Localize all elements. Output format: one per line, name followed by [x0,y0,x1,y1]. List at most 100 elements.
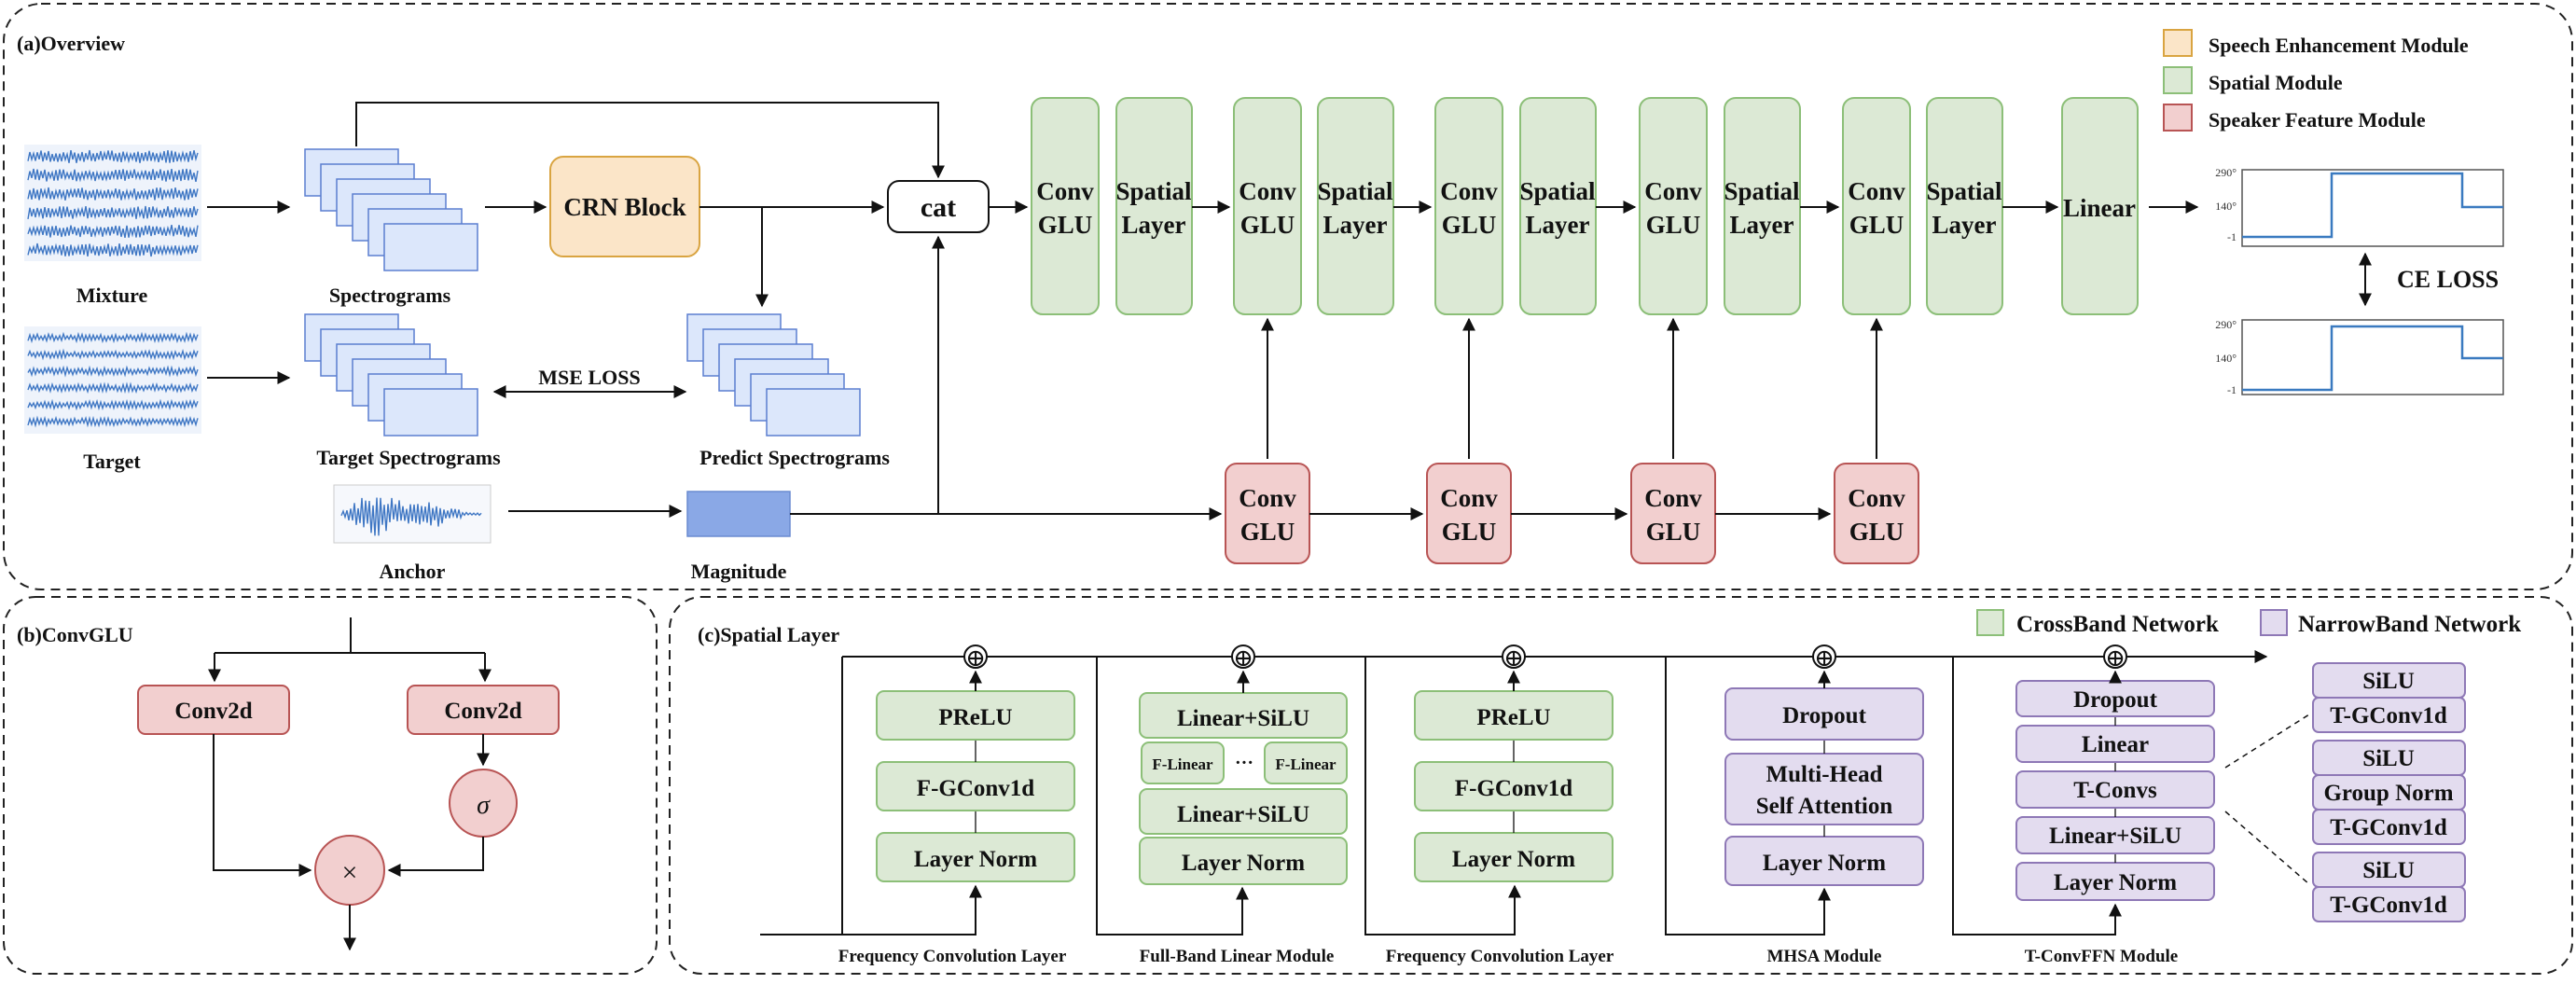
svg-text:290°: 290° [2215,166,2237,179]
conv-glu-spatial-1: Conv GLU [1031,97,1100,315]
svg-text:×: × [342,857,358,888]
convglu-panel [3,596,658,975]
svg-text:SiLU: SiLU [2362,746,2415,771]
target-label: Target [83,450,141,473]
waveform-trace [27,187,199,201]
t-convffn-module: Layer Norm Linear+SiLU T-Convs Linear Dr… [1952,644,2215,966]
conv-glu-spatial-4: Conv GLU [1639,97,1708,315]
overview-title: (a)Overview [17,32,125,55]
svg-text:Layer Norm: Layer Norm [1763,851,1886,876]
svg-text:Frequency Convolution Layer: Frequency Convolution Layer [1386,947,1614,966]
svg-text:⊕: ⊕ [965,644,986,672]
convglu-diagram: Conv2d Conv2d σ × [137,617,560,951]
svg-text:-1: -1 [2227,383,2237,396]
svg-text:GLU: GLU [1442,518,1497,546]
svg-text:Layer: Layer [1932,211,1997,239]
target-spectrograms-label: Target Spectrograms [316,446,501,469]
mixture-label: Mixture [76,284,148,307]
overview-panel [3,3,2573,590]
svg-text:Linear+SiLU: Linear+SiLU [2049,824,2181,849]
svg-text:⊕: ⊕ [1233,644,1253,672]
sigmoid-node: σ [449,769,518,838]
target-spectrograms-stack [304,313,478,437]
svg-text:GLU: GLU [1240,518,1295,546]
svg-text:Dropout: Dropout [2073,687,2158,713]
mixture-waveform [24,145,201,261]
svg-text:Conv: Conv [1848,177,1905,205]
svg-text:Full-Band Linear Module: Full-Band Linear Module [1140,947,1335,966]
svg-text:SiLU: SiLU [2362,858,2415,883]
anchor-trace [340,497,482,536]
svg-text:Layer: Layer [1526,211,1590,239]
svg-text:F-GConv1d: F-GConv1d [1455,776,1573,801]
magnitude-bar [686,491,791,537]
spatial-layer-1: Spatial Layer [1115,97,1193,315]
svg-text:Layer: Layer [1323,211,1388,239]
legend-swatch-spatial [2163,66,2193,94]
legend-speech: Speech Enhancement Module [2209,34,2469,57]
svg-text:140°: 140° [2215,200,2237,213]
svg-text:Multi-Head: Multi-Head [1766,762,1883,787]
legend-swatch-speech [2163,29,2193,57]
svg-text:T-GConv1d: T-GConv1d [2330,815,2447,840]
full-band-linear-module: Layer Norm Linear+SiLU F-Linear ··· F-Li… [1096,644,1348,966]
svg-text:Conv: Conv [1036,177,1094,205]
waveform-trace [27,348,199,361]
spatial-layer-2: Spatial Layer [1317,97,1394,315]
svg-text:Layer Norm: Layer Norm [2054,870,2177,895]
svg-text:Conv: Conv [1239,177,1296,205]
svg-text:⊕: ⊕ [1814,644,1835,672]
svg-text:SiLU: SiLU [2362,669,2415,694]
spectrogram-frame [383,223,478,271]
svg-text:F-Linear: F-Linear [1275,755,1336,773]
svg-text:PReLU: PReLU [938,705,1012,730]
spatial-layer-4: Spatial Layer [1724,97,1801,315]
svg-text:T-GConv1d: T-GConv1d [2330,703,2447,728]
svg-text:Spatial: Spatial [1724,177,1800,205]
waveform-trace [27,224,199,238]
waveform-trace [27,365,199,378]
conv-glu-spatial-5: Conv GLU [1842,97,1911,315]
svg-text:Linear+SiLU: Linear+SiLU [1177,706,1309,731]
waveform-trace [27,398,199,411]
waveform-trace [27,205,199,220]
svg-text:140°: 140° [2215,352,2237,365]
crn-block-label: CRN Block [563,193,686,221]
svg-text:-1: -1 [2227,230,2237,243]
svg-text:Conv: Conv [1644,484,1702,512]
magnitude-label: Magnitude [691,560,787,583]
svg-text:Conv: Conv [1440,177,1498,205]
cat-label: cat [921,192,956,223]
svg-text:Layer Norm: Layer Norm [1452,847,1575,872]
prediction-plot: 290° 140° -1 [2215,166,2504,247]
conv-glu-speaker-4: Conv GLU [1834,463,1919,564]
conv-glu-spatial-3: Conv GLU [1434,97,1503,315]
linear-output: Linear [2061,97,2139,315]
svg-text:Self Attention: Self Attention [1756,794,1893,819]
svg-text:Layer: Layer [1730,211,1794,239]
multiply-node: × [314,835,385,906]
svg-text:F-GConv1d: F-GConv1d [917,776,1035,801]
spectrograms-label: Spectrograms [329,284,451,307]
frequency-convolution-module-2: Layer Norm F-GConv1d PReLU ⊕ Frequency C… [1364,644,1614,966]
svg-text:GLU: GLU [1646,211,1701,239]
svg-text:Linear: Linear [2082,732,2149,757]
predict-spectrograms-label: Predict Spectrograms [699,446,890,469]
target-waveform [24,326,201,434]
svg-text:Layer Norm: Layer Norm [1182,851,1305,876]
svg-text:Frequency Convolution Layer: Frequency Convolution Layer [838,947,1067,966]
anchor-label: Anchor [380,560,446,583]
svg-text:GLU: GLU [1038,211,1093,239]
network-legend: CrossBand Network NarrowBand Network [1976,609,2521,637]
spatial-layer-panel [669,596,2573,975]
svg-text:Conv2d: Conv2d [174,699,252,724]
svg-text:Linear: Linear [2063,194,2136,222]
svg-text:Conv2d: Conv2d [444,699,521,724]
svg-text:Spatial: Spatial [1115,177,1192,205]
svg-text:Conv: Conv [1644,177,1702,205]
waveform-trace [27,381,199,395]
svg-text:T-ConvFFN Module: T-ConvFFN Module [2025,947,2179,966]
svg-text:Spatial: Spatial [1317,177,1393,205]
svg-text:GLU: GLU [1240,211,1295,239]
